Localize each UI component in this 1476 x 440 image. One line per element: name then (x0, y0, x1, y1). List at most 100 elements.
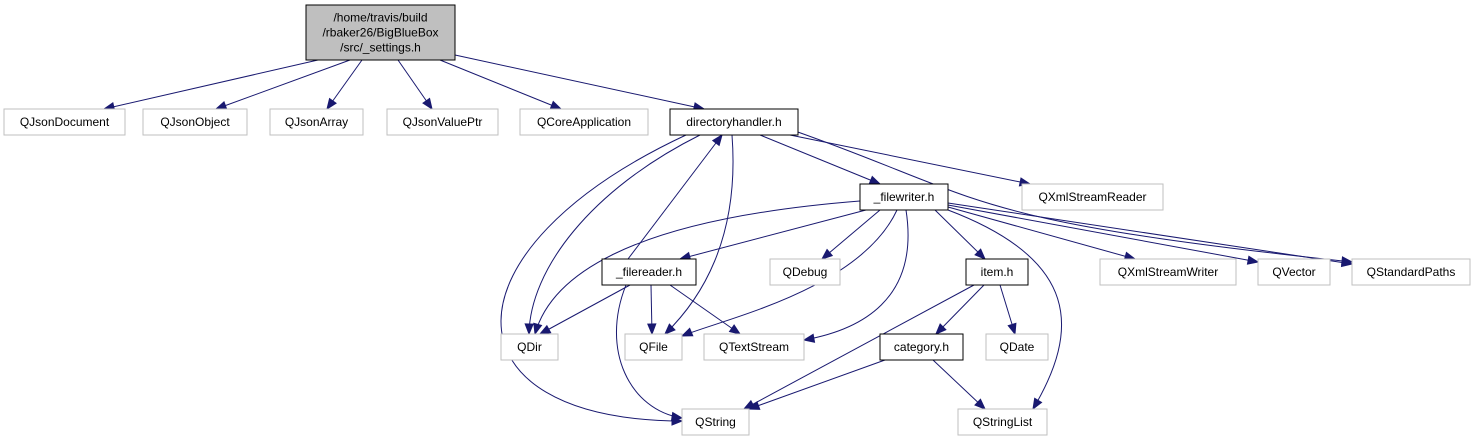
node-label: QJsonObject (160, 115, 230, 129)
arrowhead-icon (664, 323, 676, 335)
arrowhead-icon (820, 248, 834, 260)
node-label: _filewriter.h (873, 190, 935, 204)
node-label: QDebug (783, 265, 828, 279)
edge-filewriter-to-qxmlstreamwriter (947, 206, 1137, 261)
node-label: QStandardPaths (1367, 265, 1456, 279)
node-label: QStringList (973, 415, 1033, 429)
node-category[interactable]: category.h (879, 333, 964, 361)
edge-line (627, 134, 723, 260)
edge-filewriter-to-qfile (680, 209, 898, 337)
node-qstandardpaths: QStandardPaths (1351, 258, 1471, 286)
node-box (669, 108, 799, 136)
node-qcoreapplication: QCoreApplication (519, 108, 649, 136)
edge-line (789, 134, 1031, 185)
edge-line (934, 209, 986, 260)
edge-directoryhandler-to-filewriter (759, 134, 882, 185)
node-qxmlstreamreader: QXmlStreamReader (1021, 183, 1164, 211)
node-label: category.h (894, 340, 949, 354)
edge-item-to-qdate (999, 284, 1017, 336)
node-label: QDir (517, 340, 542, 354)
node-directoryhandler[interactable]: directoryhandler.h (669, 108, 799, 136)
edge-line (664, 134, 734, 335)
edge-directoryhandler-to-qfile (664, 134, 734, 335)
node-box (601, 258, 697, 286)
node-qjsondocument: QJsonDocument (3, 108, 126, 136)
edge-line (679, 209, 867, 260)
node-box (985, 333, 1049, 361)
node-qstring: QString (681, 408, 750, 436)
node-qjsonarray: QJsonArray (269, 108, 364, 136)
node-qdate: QDate (985, 333, 1049, 361)
edge-line (681, 209, 898, 337)
edge-category-to-qstring (747, 359, 886, 410)
arrowhead-icon (422, 97, 433, 111)
node-box (500, 333, 559, 361)
edge-filewriter-to-qdir (533, 200, 861, 336)
edge-line (215, 59, 351, 110)
node-box (957, 408, 1048, 436)
node-qtextstream: QTextStream (703, 333, 805, 361)
node-label: QJsonArray (285, 115, 348, 129)
node-filereader[interactable]: _filereader.h (601, 258, 697, 286)
node-qxmlstreamwriter: QXmlStreamWriter (1099, 258, 1237, 286)
arrowhead-icon (670, 411, 684, 422)
node-box (624, 333, 683, 361)
edge-line (500, 134, 687, 422)
arrowhead-icon (1032, 397, 1043, 411)
arrowhead-icon (533, 322, 543, 336)
edge-directoryhandler-to-qdir (524, 134, 701, 336)
node-box (879, 333, 964, 361)
node-settings[interactable]: /home/travis/build/rbaker26/BigBlueBox/s… (305, 4, 456, 61)
edge-line (947, 206, 1136, 260)
edge-filereader-to-qdir (538, 284, 631, 335)
node-box (3, 108, 126, 136)
edge-settings-to-qcoreapplication (439, 59, 563, 110)
node-box (1099, 258, 1237, 286)
edge-settings-to-qjsonarray (326, 59, 363, 111)
edge-filewriter-to-item (934, 209, 986, 260)
edge-line (759, 134, 881, 185)
node-box (859, 183, 949, 211)
arrowhead-icon (1246, 255, 1260, 265)
arrowhead-icon (974, 398, 986, 410)
edge-line (947, 209, 1063, 410)
edge-filewriter-to-qstandardpaths (947, 202, 1354, 268)
arrowhead-icon (1007, 322, 1017, 336)
arrowhead-icon (647, 323, 657, 336)
node-qfile: QFile (624, 333, 683, 361)
edge-line (669, 284, 741, 335)
arrowhead-icon (549, 100, 563, 110)
node-item[interactable]: item.h (965, 258, 1029, 286)
node-box (681, 408, 750, 436)
edge-line (743, 284, 975, 410)
node-box (1351, 258, 1471, 286)
node-box (703, 333, 805, 361)
edge-settings-to-qjsonvalueptr (397, 59, 433, 111)
edge-category-to-qstringlist (932, 359, 986, 410)
arrowhead-icon (747, 400, 761, 410)
node-label: /src/_settings.h (340, 41, 421, 55)
node-qjsonvalueptr: QJsonValuePtr (386, 108, 499, 136)
node-label: item.h (981, 265, 1014, 279)
node-filewriter[interactable]: _filewriter.h (859, 183, 949, 211)
arrowhead-icon (711, 133, 723, 147)
edge-line (454, 54, 705, 110)
edge-filewriter-to-filereader (678, 209, 867, 261)
edge-line (935, 284, 985, 335)
node-box (519, 108, 649, 136)
edge-filereader-to-qfile (647, 284, 657, 336)
edge-filewriter-to-qstringlist (947, 209, 1063, 411)
edge-line (534, 200, 861, 335)
node-qjsonobject: QJsonObject (142, 108, 248, 136)
arrowhead-icon (802, 333, 816, 343)
arrowhead-icon (1340, 257, 1354, 268)
arrowhead-icon (935, 323, 947, 335)
node-box (269, 108, 364, 136)
node-label: /rbaker26/BigBlueBox (322, 26, 438, 40)
edge-filereader-to-qtextstream (669, 284, 742, 335)
node-label: QString (695, 415, 736, 429)
node-label: QTextStream (719, 340, 789, 354)
edge-settings-to-qjsondocument (102, 59, 319, 112)
node-label: /home/travis/build (333, 11, 427, 25)
